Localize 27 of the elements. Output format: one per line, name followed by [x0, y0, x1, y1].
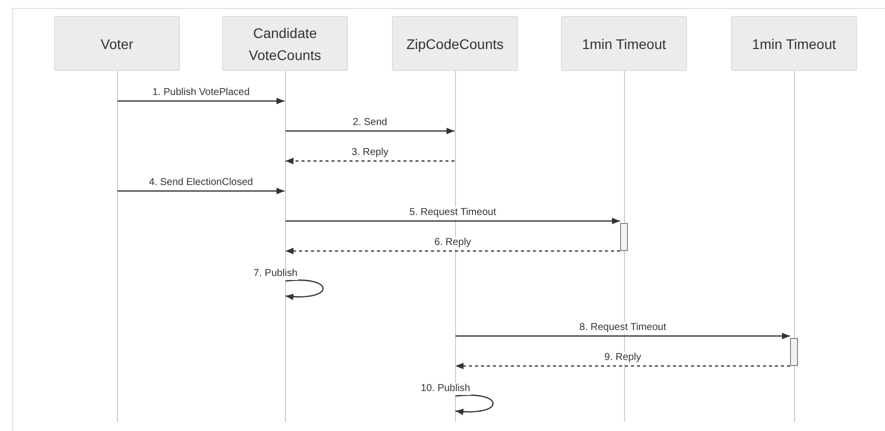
edge-label: 7. Publish [252, 268, 298, 280]
message-arrow [456, 332, 790, 340]
edge-label: 3. Reply [350, 147, 390, 159]
participant-box: ZipCodeCounts [392, 16, 518, 71]
message-arrow [456, 362, 790, 370]
message-arrow [285, 280, 324, 300]
message-arrow [118, 98, 284, 104]
activation-bar [790, 338, 798, 366]
message-arrow [286, 128, 454, 134]
message-arrow [118, 188, 284, 194]
edge-label: 8. Request Timeout [578, 322, 668, 334]
participant-box: 1min Timeout [561, 16, 687, 71]
message-arrow [455, 394, 494, 415]
edge-label: 9. Reply [603, 352, 642, 364]
edge-label: 10. Publish [420, 383, 472, 395]
lifeline [454, 71, 456, 422]
lifeline [116, 71, 118, 422]
lifeline [284, 71, 286, 422]
message-arrow [286, 248, 620, 254]
edge-label: 6. Reply [433, 237, 472, 249]
edge-label: 5. Request Timeout [408, 207, 498, 219]
participant-box: Candidate VoteCounts [222, 16, 348, 71]
participant-box: 1min Timeout [731, 16, 857, 71]
message-arrow [286, 158, 454, 164]
activation-bar [620, 223, 628, 251]
message-arrow [286, 218, 620, 224]
participant-box: Voter [54, 16, 180, 71]
